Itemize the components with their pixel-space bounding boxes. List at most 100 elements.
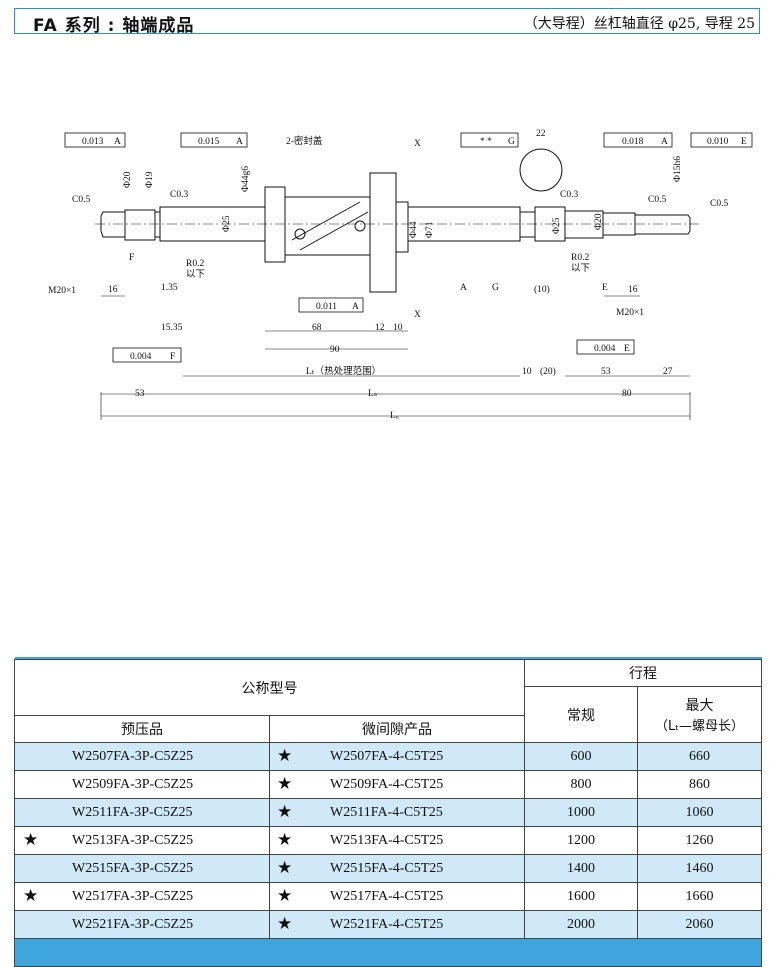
- dim-16-right: 16: [628, 285, 638, 295]
- datum-a: A: [460, 283, 467, 293]
- table-row: W2509FA-3P-C5Z25 ★W2509FA-4-C5T25 800 86…: [14, 770, 762, 799]
- star-icon: ★: [277, 858, 293, 877]
- phi19: Φ19: [145, 171, 155, 188]
- tol-e-ref: E: [741, 137, 747, 147]
- stroke-normal: 600: [524, 742, 638, 771]
- star-icon: ★: [277, 774, 293, 793]
- tol-f-ref: F: [170, 352, 175, 362]
- dim-lo: Lₒ: [390, 411, 399, 421]
- col-stroke: 行程: [524, 659, 762, 687]
- phi25-right: Φ25: [552, 217, 562, 234]
- c03-left: C0.3: [170, 190, 188, 200]
- stroke-normal: 800: [524, 770, 638, 799]
- dim-90: 90: [330, 345, 340, 355]
- stroke-max: 1460: [637, 854, 762, 883]
- star-icon: ★: [23, 886, 39, 905]
- micro-model: W2507FA-4-C5T25: [330, 748, 444, 764]
- table-row: W2521FA-3P-C5Z25 ★W2521FA-4-C5T25 2000 2…: [14, 910, 762, 939]
- tol-e2-ref: E: [624, 344, 630, 354]
- tol-a1-ref: A: [114, 137, 121, 147]
- tol-a3: 0.018: [622, 137, 644, 147]
- star-icon: ★: [277, 802, 293, 821]
- dim-68: 68: [312, 323, 322, 333]
- dim-15-35: 15.35: [161, 323, 183, 333]
- dim-10a: 10: [393, 323, 403, 333]
- datum-e: E: [602, 283, 608, 293]
- tol-e: 0.010: [707, 137, 729, 147]
- star-icon: ★: [23, 830, 39, 849]
- phi15h6: Φ15h6: [673, 156, 683, 182]
- table-row: W2511FA-3P-C5Z25 ★W2511FA-4-C5T25 1000 1…: [14, 798, 762, 827]
- seal-label: 2-密封盖: [286, 135, 323, 147]
- tol-a2-ref: A: [236, 137, 243, 147]
- tol-f: 0.004: [130, 352, 152, 362]
- preload-model: W2521FA-3P-C5Z25: [72, 916, 194, 932]
- dim-27: 27: [663, 367, 673, 377]
- preload-model: W2507FA-3P-C5Z25: [72, 748, 194, 764]
- datum-f: F: [129, 253, 134, 263]
- datum-g: G: [492, 283, 499, 293]
- dim-20: (20): [540, 366, 556, 377]
- stroke-max: 2060: [637, 910, 762, 939]
- r02-left: R0.2: [186, 259, 204, 269]
- section-mark-bottom: X: [414, 310, 421, 320]
- stroke-max: 1660: [637, 882, 762, 911]
- col-model: 公称型号: [14, 659, 525, 716]
- dim-lt: Lₜ（热处理范围）: [306, 365, 381, 377]
- tol-g-ref: G: [508, 137, 515, 147]
- table-row: ★W2517FA-3P-C5Z25 ★W2517FA-4-C5T25 1600 …: [14, 882, 762, 911]
- page-subtitle: （大导程）丝杠轴直径 φ25, 导程 25: [523, 16, 755, 32]
- micro-model: W2511FA-4-C5T25: [330, 804, 443, 820]
- phi71: Φ71: [425, 221, 435, 238]
- stroke-normal: 1400: [524, 854, 638, 883]
- stroke-normal: 1200: [524, 826, 638, 855]
- phi20-left: Φ20: [123, 171, 133, 188]
- c05-right1: C0.5: [648, 195, 666, 205]
- tol-a3-ref: A: [661, 137, 668, 147]
- ball-screw-drawing: 0.013 A 0.015 A * * G 0.018 A 0.010 E 0.…: [48, 129, 753, 421]
- stroke-normal: 2000: [524, 910, 638, 939]
- r02-right: R0.2: [571, 253, 589, 263]
- col-preload: 预压品: [14, 715, 270, 743]
- col-micro: 微间隙产品: [269, 715, 525, 743]
- col-max: 最大 （Lₜ—螺母长）: [637, 686, 762, 743]
- preload-model: W2511FA-3P-C5Z25: [72, 804, 193, 820]
- tol-a1: 0.013: [82, 137, 104, 147]
- phi25-left: Φ25: [222, 215, 232, 232]
- dim-16-left: 16: [108, 285, 118, 295]
- table-row: ★W2513FA-3P-C5Z25 ★W2513FA-4-C5T25 1200 …: [14, 826, 762, 855]
- col-max-line2: （Lₜ—螺母长）: [654, 719, 745, 734]
- micro-model: W2521FA-4-C5T25: [330, 916, 444, 932]
- table-row: W2507FA-3P-C5Z25 ★W2507FA-4-C5T25 600 66…: [14, 742, 762, 771]
- page-title: FA 系列 : 轴端成品: [33, 16, 195, 36]
- tol-e2: 0.004: [594, 344, 616, 354]
- micro-model: W2513FA-4-C5T25: [330, 832, 444, 848]
- stroke-max: 1260: [637, 826, 762, 855]
- c05-right2: C0.5: [710, 199, 728, 209]
- thread-left: M20×1: [48, 286, 76, 296]
- micro-model: W2515FA-4-C5T25: [330, 860, 444, 876]
- dim-22: 22: [536, 129, 546, 139]
- stroke-max: 860: [637, 770, 762, 799]
- star-icon: ★: [277, 830, 293, 849]
- preload-model: W2509FA-3P-C5Z25: [72, 776, 194, 792]
- tol-a4-ref: A: [352, 302, 359, 312]
- micro-model: W2517FA-4-C5T25: [330, 888, 444, 904]
- stroke-normal: 1000: [524, 798, 638, 827]
- tol-a4: 0.011: [316, 302, 337, 312]
- r02-right-b: 以下: [571, 263, 590, 274]
- dim-80: 80: [622, 389, 632, 399]
- c05-left: C0.5: [72, 195, 90, 205]
- dim-10c: (10): [534, 284, 550, 295]
- c03-right: C0.3: [560, 190, 578, 200]
- thread-right: M20×1: [616, 308, 644, 318]
- phi44g6: Φ44g6: [241, 166, 251, 192]
- stroke-max: 660: [637, 742, 762, 771]
- col-max-line1: 最大: [685, 698, 714, 714]
- r02-left-b: 以下: [186, 269, 205, 280]
- dim-ls: Lₛ: [368, 389, 378, 399]
- phi44: Φ44: [409, 221, 419, 238]
- page-header: FA 系列 : 轴端成品 （大导程）丝杠轴直径 φ25, 导程 25: [14, 8, 760, 36]
- preload-model: W2517FA-3P-C5Z25: [72, 888, 194, 904]
- stroke-normal: 1600: [524, 882, 638, 911]
